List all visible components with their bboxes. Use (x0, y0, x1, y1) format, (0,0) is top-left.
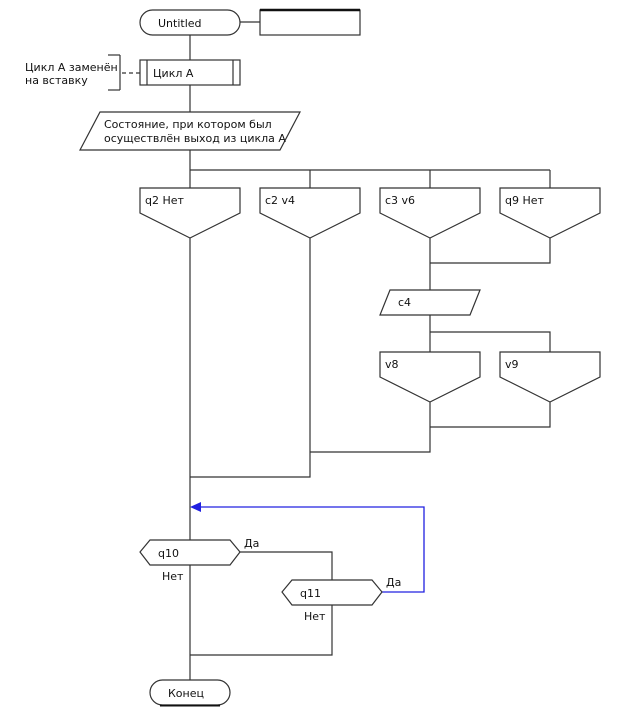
parameters-box[interactable] (259, 8, 361, 36)
question-q10[interactable]: q10 (139, 539, 241, 566)
case-c3[interactable]: c3 v6 (379, 187, 481, 239)
start-terminator[interactable]: Untitled (139, 9, 241, 36)
q11-no-label: Нет (304, 610, 326, 623)
case-q9[interactable]: q9 Нет (499, 187, 601, 239)
comment-line-1: Цикл А заменён (25, 61, 118, 74)
case-label: q2 Нет (145, 194, 185, 207)
case-label: v8 (385, 358, 399, 371)
output-line-2: осуществлён выход из цикла А (104, 132, 286, 145)
q10-no-label: Нет (162, 570, 184, 583)
insertion-block[interactable]: Цикл А (139, 59, 241, 86)
q11-label: q11 (300, 587, 321, 600)
end-terminator[interactable]: Конец (149, 679, 231, 707)
case-label: c3 v6 (385, 194, 415, 207)
question-q11[interactable]: q11 (281, 579, 383, 606)
case-label: q9 Нет (505, 194, 545, 207)
insertion-label: Цикл А (153, 67, 194, 80)
output-block[interactable]: Состояние, при котором был осуществлён в… (79, 111, 301, 151)
case-v8[interactable]: v8 (379, 351, 481, 403)
c4-label: c4 (398, 296, 411, 309)
comment-line-2: на вставку (25, 74, 88, 87)
output-line-1: Состояние, при котором был (104, 118, 272, 131)
q10-yes-label: Да (244, 537, 259, 550)
loop-back-arrow (190, 502, 425, 593)
case-label: v9 (505, 358, 519, 371)
c4-output-block[interactable]: c4 (379, 289, 481, 316)
q11-yes-label: Да (386, 576, 401, 589)
case-q2[interactable]: q2 Нет (139, 187, 241, 239)
case-v9[interactable]: v9 (499, 351, 601, 403)
end-label: Конец (168, 687, 204, 700)
arrowhead-icon (190, 502, 201, 512)
start-label: Untitled (158, 17, 202, 30)
case-label: c2 v4 (265, 194, 295, 207)
q10-label: q10 (158, 547, 179, 560)
case-c2[interactable]: c2 v4 (259, 187, 361, 239)
